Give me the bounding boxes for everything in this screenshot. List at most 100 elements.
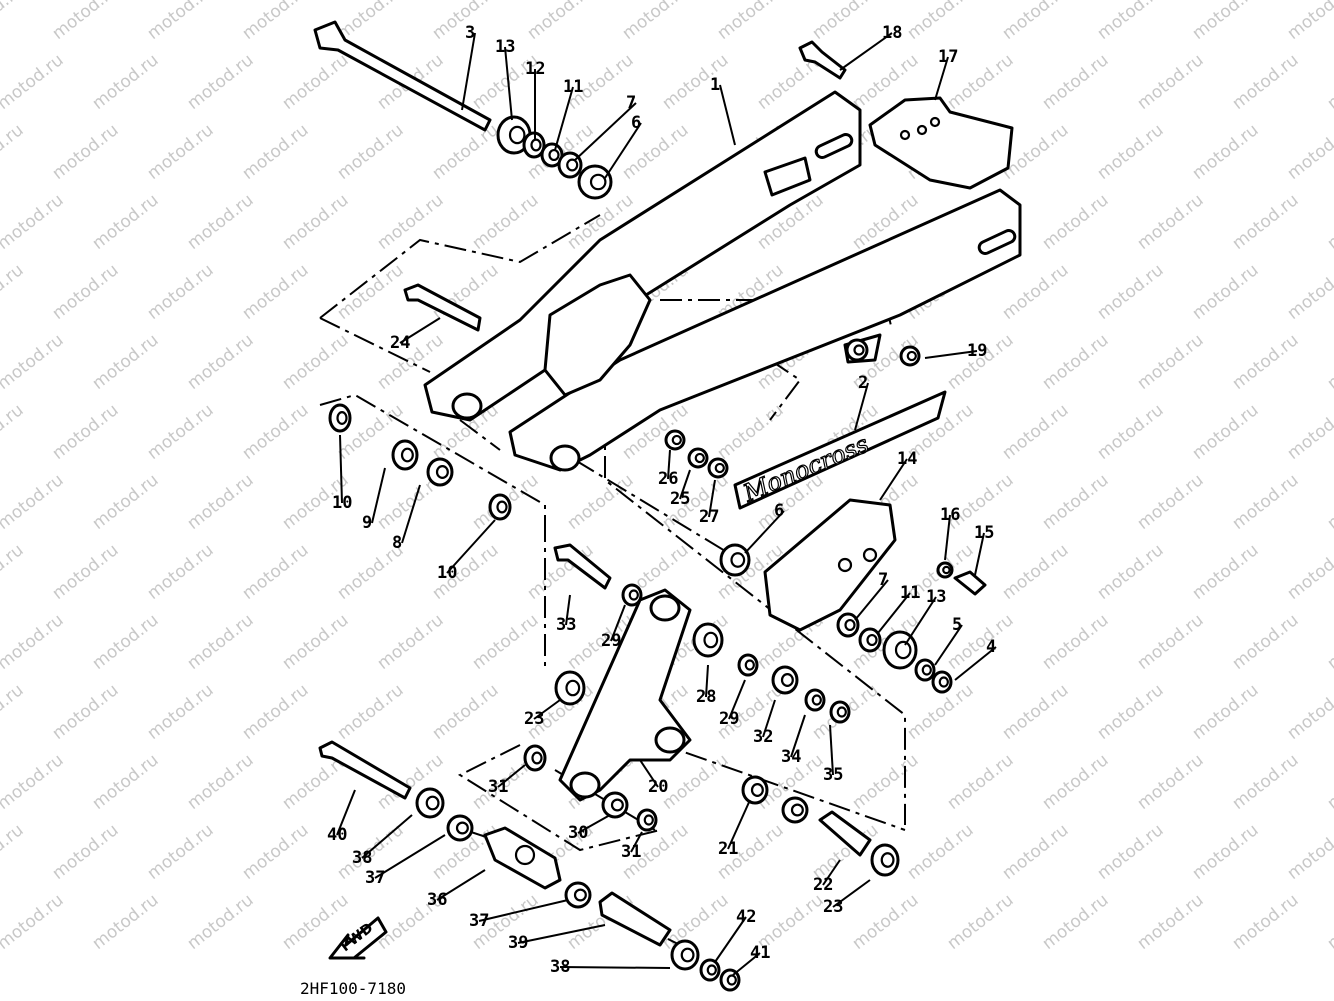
watermark-text: motod.ru <box>89 190 163 254</box>
watermark-text: motod.ru <box>0 470 67 534</box>
watermark-text: motod.ru <box>1039 610 1113 674</box>
washer-hole <box>730 552 746 568</box>
watermark-text: motod.ru <box>1134 750 1208 814</box>
watermark-text: motod.ru <box>1324 470 1334 534</box>
leader-line <box>732 952 761 976</box>
watermark-text: motod.ru <box>334 680 408 744</box>
washer-hole <box>894 640 912 660</box>
watermark-text: motod.ru <box>1094 260 1168 324</box>
watermark-text: motod.ru <box>1284 820 1334 884</box>
callout-36: 36 <box>427 890 447 910</box>
watermark-text: motod.ru <box>334 260 408 324</box>
leader-lines <box>336 32 997 976</box>
watermark-text: motod.ru <box>619 0 693 44</box>
watermark-text: motod.ru <box>0 680 27 744</box>
watermark-text: motod.ru <box>1229 190 1303 254</box>
watermark-text: motod.ru <box>49 0 123 44</box>
callout-23: 23 <box>524 709 544 729</box>
callout-7: 7 <box>626 93 636 113</box>
watermark-text: motod.ru <box>429 120 503 184</box>
leader-line <box>401 484 421 544</box>
washer-ring <box>415 787 445 819</box>
watermark-text: motod.ru <box>1094 0 1168 44</box>
washer-ring <box>577 164 613 200</box>
leader-line <box>762 699 776 738</box>
leader-line <box>832 879 871 908</box>
watermark-text: motod.ru <box>714 400 788 464</box>
callout-31: 31 <box>488 777 508 797</box>
washer-hole <box>726 974 737 986</box>
washer-hole <box>628 589 639 601</box>
washer-hole <box>906 350 917 362</box>
washer-hole <box>694 452 705 464</box>
washer-hole <box>811 694 822 706</box>
washer-hole <box>671 434 682 446</box>
watermark-text: motod.ru <box>999 540 1073 604</box>
washer-hole <box>921 664 932 676</box>
watermark-text: motod.ru <box>239 120 313 184</box>
leader-line <box>361 814 413 859</box>
leader-line <box>565 594 571 626</box>
watermark-text: motod.ru <box>0 190 67 254</box>
callout-19: 19 <box>967 341 987 361</box>
watermark-text: motod.ru <box>619 120 693 184</box>
washer-hole <box>496 500 508 514</box>
washer-hole <box>589 173 607 191</box>
leader-line <box>974 532 985 576</box>
relay-arm-20 <box>558 588 692 802</box>
washer-hole <box>531 751 543 765</box>
watermark-text: motod.ru <box>49 820 123 884</box>
leader-line <box>705 664 709 698</box>
callout-20: 20 <box>648 777 668 797</box>
callout-11: 11 <box>900 583 920 603</box>
watermark-text: motod.ru <box>1229 50 1303 114</box>
watermark-text: motod.ru <box>1134 50 1208 114</box>
watermark-text: motod.ru <box>49 680 123 744</box>
watermark-text: motod.ru <box>0 120 27 184</box>
callout-22: 22 <box>813 875 833 895</box>
callout-35: 35 <box>823 765 843 785</box>
watermark-text: motod.ru <box>184 470 258 534</box>
watermark-text: motod.ru <box>1284 540 1334 604</box>
watermark-text: motod.ru <box>144 260 218 324</box>
watermark-text: motod.ru <box>904 0 978 44</box>
leader-line <box>497 764 526 788</box>
callout-13: 13 <box>926 587 946 607</box>
watermark-text: motod.ru <box>1189 260 1263 324</box>
watermark-text: motod.ru <box>0 820 27 884</box>
washer-ring <box>523 744 547 772</box>
callout-3: 3 <box>465 23 475 43</box>
callout-1: 1 <box>710 75 720 95</box>
watermark-text: motod.ru <box>49 540 123 604</box>
callout-23: 23 <box>823 897 843 917</box>
leader-line <box>904 596 937 646</box>
bushings-and-washers <box>328 115 954 992</box>
watermark-text: motod.ru <box>999 0 1073 44</box>
callout-38: 38 <box>352 848 372 868</box>
washer-hole <box>573 888 587 902</box>
watermark-text: motod.ru <box>1134 610 1208 674</box>
washer-hole <box>750 783 764 797</box>
watermark-text: motod.ru <box>184 890 258 954</box>
washer-ring <box>914 658 936 682</box>
leader-line <box>829 724 834 776</box>
washer-ring <box>391 439 419 471</box>
leader-line <box>461 32 476 111</box>
watermark-text: motod.ru <box>1324 190 1334 254</box>
washer-ring <box>554 670 586 706</box>
watermark-text: motod.ru <box>944 330 1018 394</box>
watermark-text: motod.ru <box>1229 610 1303 674</box>
watermark-text: motod.ru <box>904 820 978 884</box>
washer-ring <box>687 447 709 469</box>
washer-hole <box>435 465 449 479</box>
callout-17: 17 <box>938 47 958 67</box>
watermark-text: motod.ru <box>1189 820 1263 884</box>
watermark-text: motod.ru <box>1284 400 1334 464</box>
washer-hole <box>425 795 440 811</box>
washer-hole <box>938 676 949 688</box>
callout-33: 33 <box>556 615 576 635</box>
watermark-text: motod.ru <box>374 610 448 674</box>
watermark-text: motod.ru <box>1039 890 1113 954</box>
leader-line <box>727 799 751 850</box>
watermark-text: motod.ru <box>1324 330 1334 394</box>
